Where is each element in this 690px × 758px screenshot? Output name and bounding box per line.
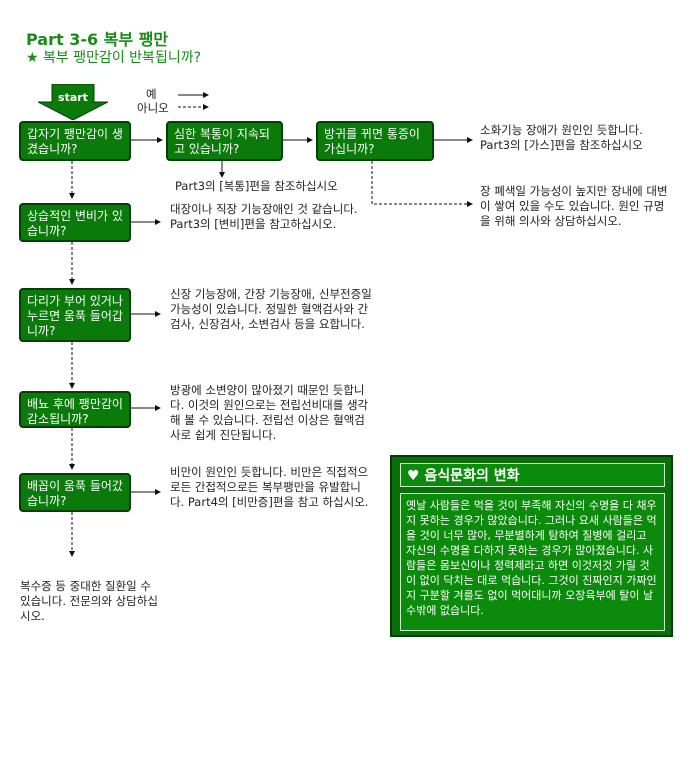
info-panel-title: ♥ 음식문화의 변화 xyxy=(400,463,665,487)
answer-obesity: 비만이 원인인 듯합니다. 비만은 직접적으로든 간접적으로든 복부팽만을 유발… xyxy=(170,465,369,509)
question-gas-relief: 방귀를 뀌면 통증이 가십니까? xyxy=(316,121,434,161)
info-panel: ♥ 음식문화의 변화 옛날 사람들은 먹을 것이 부족해 자신의 수명을 다 채… xyxy=(390,455,673,637)
start-label: start xyxy=(58,91,88,104)
question-constipation: 상습적인 변비가 있습니까? xyxy=(19,203,131,242)
answer-serious: 복수증 등 중대한 질환일 수 있습니다. 전문의와 상담하십시오. xyxy=(20,579,158,623)
question-severe-pain: 심한 복통이 지속되고 있습니까? xyxy=(166,121,283,161)
start-arrow xyxy=(38,84,108,120)
question-sudden-bloating: 갑자기 팽만감이 생겼습니까? xyxy=(19,121,131,161)
answer-edema: 신장 기능장애, 간장 기능장애, 신부전증일 가능성이 있습니다. 정밀한 혈… xyxy=(170,287,372,331)
question-after-urination: 배뇨 후에 팽만감이 감소됩니까? xyxy=(19,391,131,428)
page-subtitle: ★ 복부 팽만감이 반복됩니까? xyxy=(26,50,202,66)
info-panel-body: 옛날 사람들은 먹을 것이 부족해 자신의 수명을 다 채우지 못하는 경우가 … xyxy=(400,493,665,631)
legend-yes: 예 xyxy=(146,87,157,101)
answer-abdominal-pain: Part3의 [복통]편을 참조하십시오 xyxy=(175,179,338,193)
question-navel: 배꼽이 움푹 들어갔습니까? xyxy=(19,473,131,512)
answer-bladder: 방광에 소변양이 많아졌기 때문인 듯합니다. 이것의 원인으로는 전립선비대를… xyxy=(170,383,369,442)
question-swollen-legs: 다리가 부어 있거나 누르면 움푹 들어갑니까? xyxy=(19,288,131,342)
answer-colon: 장 폐색일 가능성이 높지만 장내에 대변이 쌓여 있을 수도 있습니다. 원인… xyxy=(480,184,668,228)
legend-no: 아니오 xyxy=(137,101,169,115)
answer-constipation: 대장이나 직장 기능장애인 것 같습니다. Part3의 [변비]편을 참고하십… xyxy=(170,202,358,231)
page-title: Part 3-6 복부 팽만 xyxy=(26,30,169,49)
answer-digestive: 소화기능 장애가 원인인 듯합니다. Part3의 [가스]편을 참조하십시오 xyxy=(480,123,643,152)
